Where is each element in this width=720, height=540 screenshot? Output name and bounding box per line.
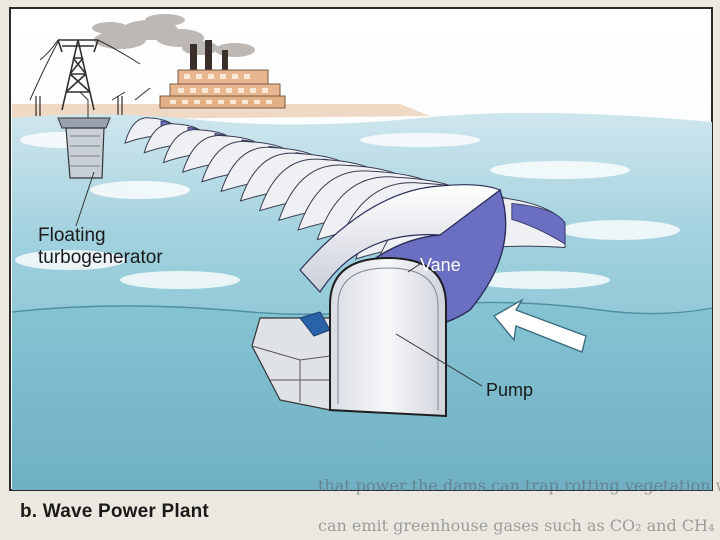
floating-label-line2: turbogenerator	[38, 247, 163, 268]
bleed-through-text-1: that power the dams can trap rotting veg…	[318, 476, 720, 495]
figure-caption: b. Wave Power Plant	[20, 501, 209, 523]
floating-label-line1: Floating	[38, 225, 106, 246]
pump-label: Pump	[486, 380, 533, 400]
bleed-through-text-2: can emit greenhouse gases such as CO₂ an…	[318, 516, 714, 535]
pump	[330, 258, 446, 416]
vane-label: Vane	[420, 255, 461, 275]
